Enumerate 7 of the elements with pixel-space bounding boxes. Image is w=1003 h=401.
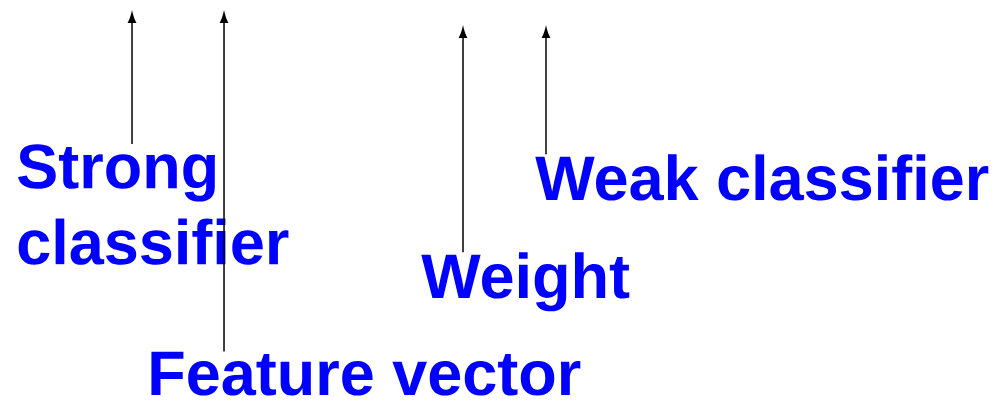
label-text: Weight: [421, 252, 630, 312]
leader-line: [220, 12, 228, 353]
label-text: Feature vector: [151, 351, 581, 396]
leader-line: [459, 27, 467, 253]
leader-line: [542, 27, 550, 155]
label-text: Weak classifier: [535, 154, 989, 201]
leader-line: [128, 12, 136, 145]
